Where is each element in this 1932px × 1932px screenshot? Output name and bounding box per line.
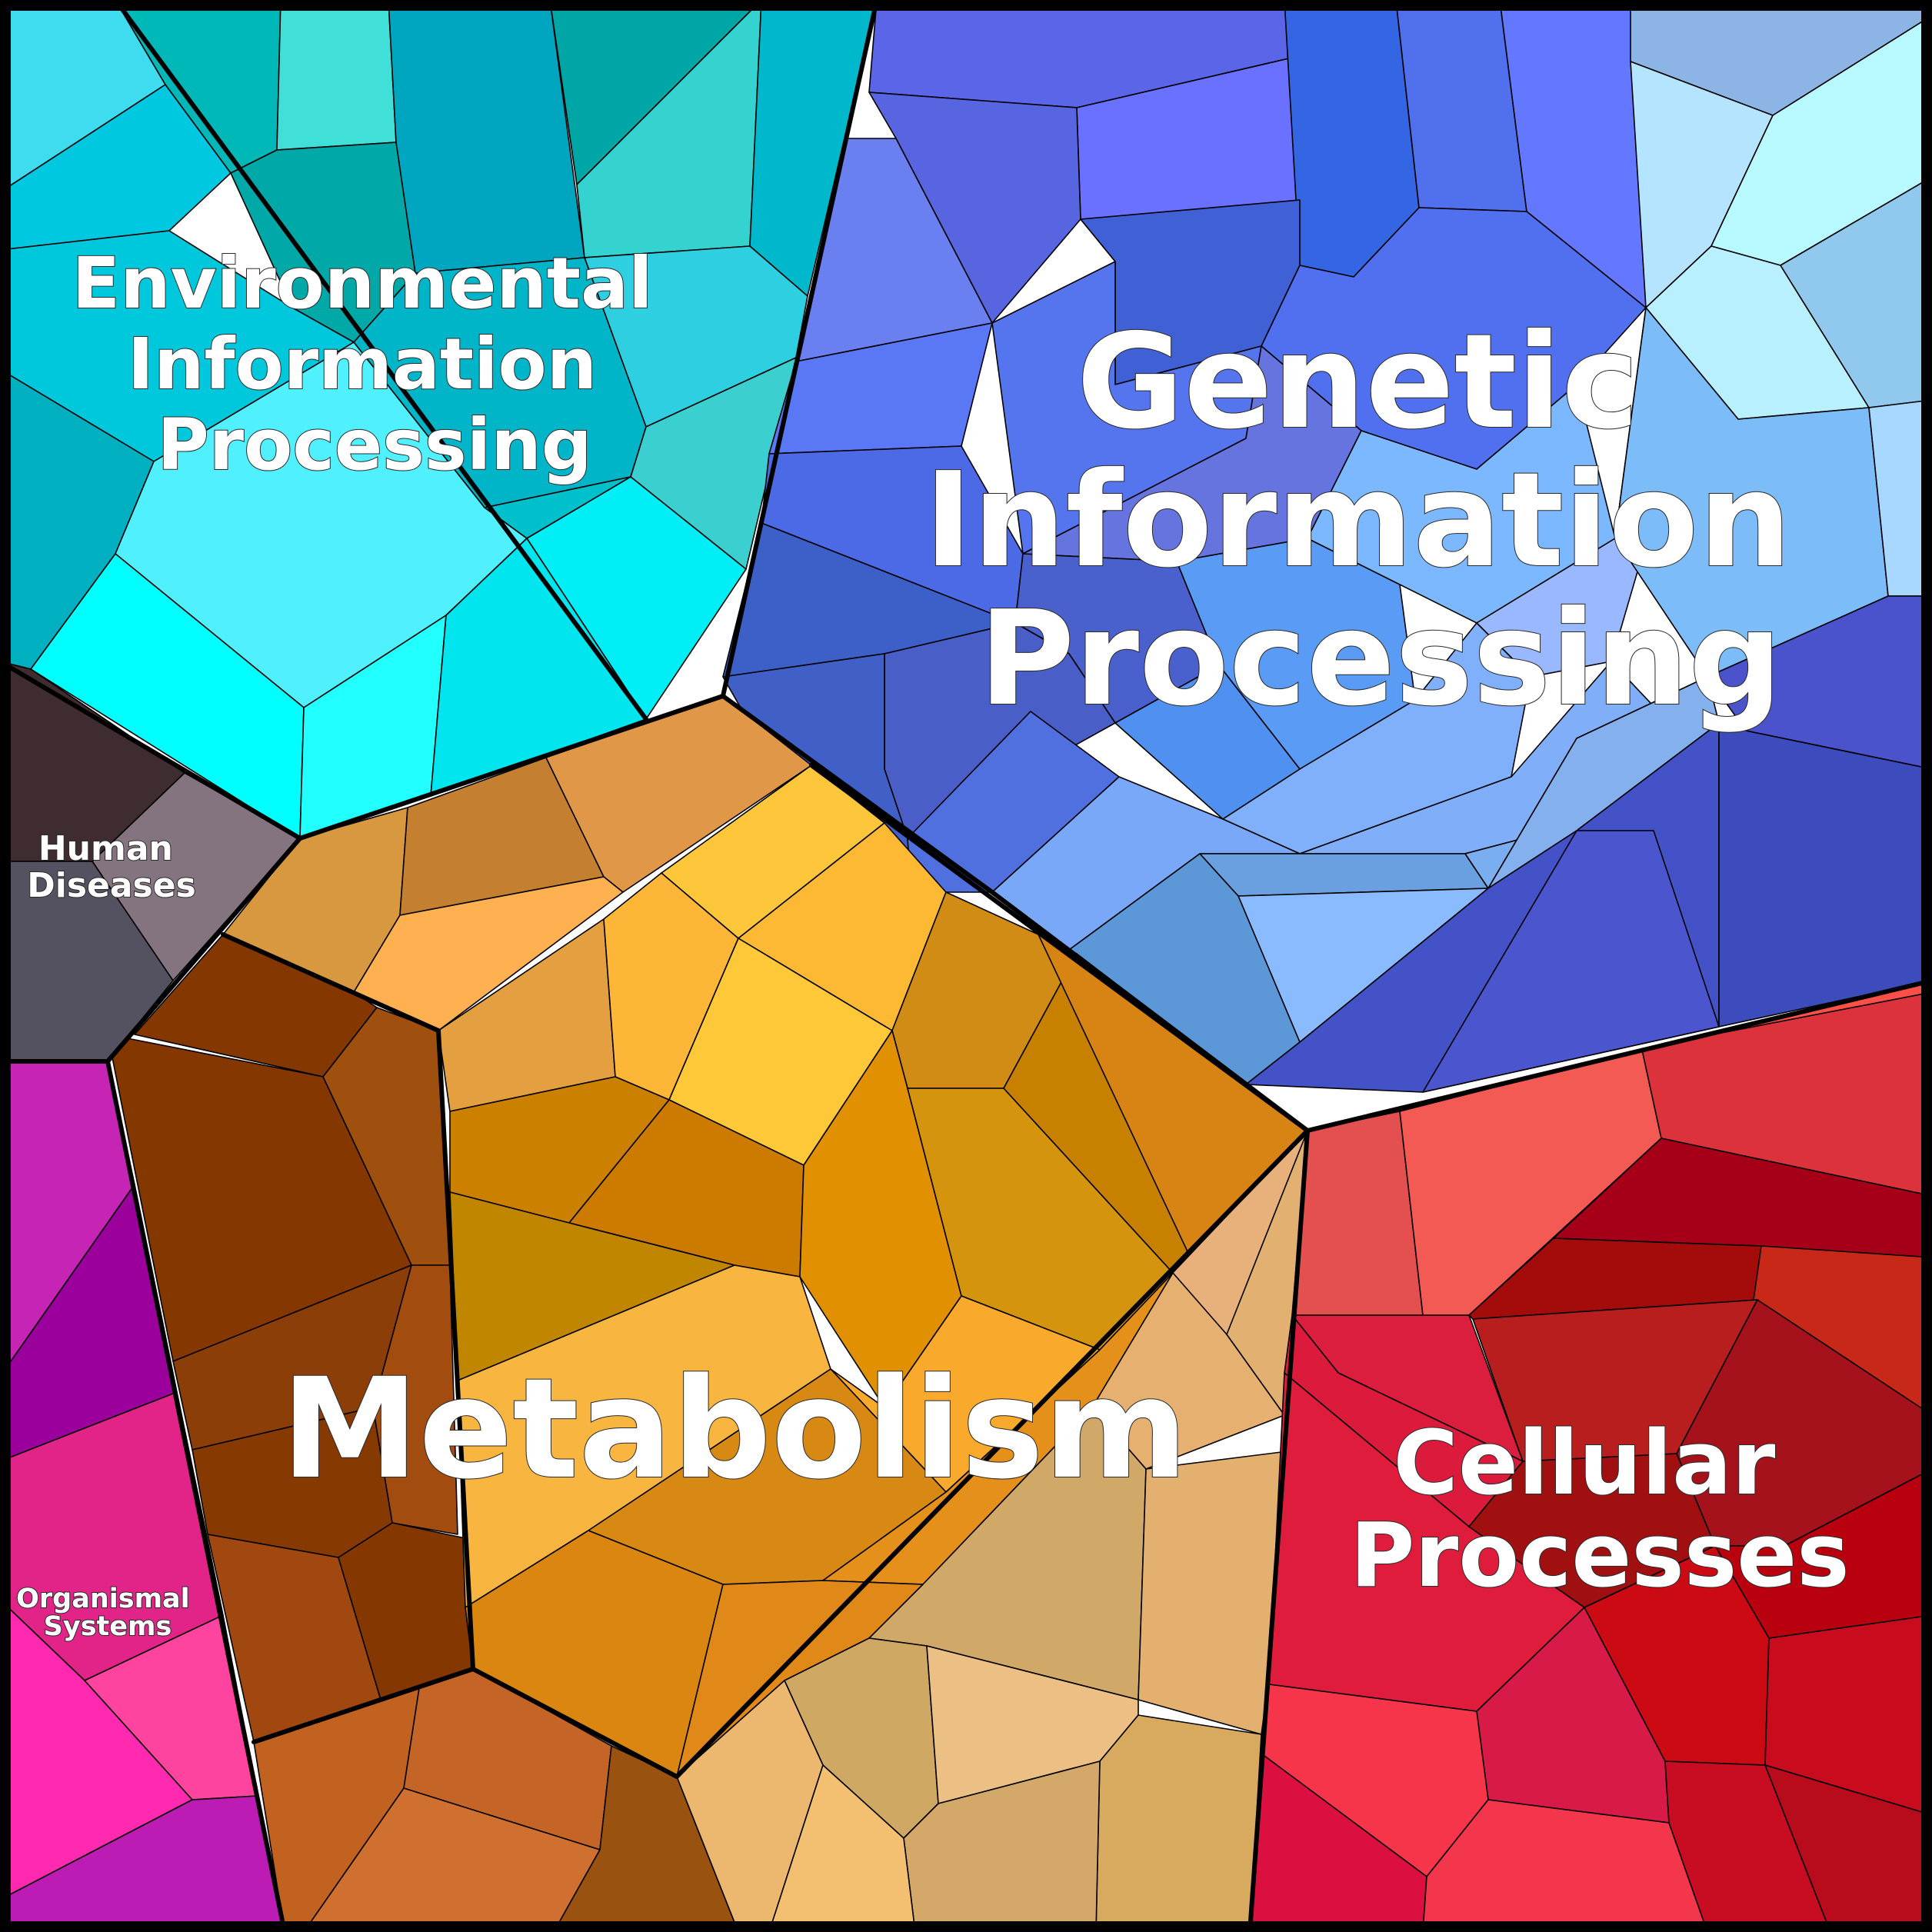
label-human-diseases-line-1: Human xyxy=(38,829,173,868)
label-genetic: Genetic Information Processing xyxy=(924,306,1837,735)
label-organismal: Organismal Systems xyxy=(16,1584,199,1642)
label-environmental-line-2: Information xyxy=(128,323,598,405)
label-genetic-line-3: Processing xyxy=(979,583,1783,735)
cell xyxy=(1764,1614,1932,1816)
cell xyxy=(1868,399,1932,597)
label-environmental: Environmental Information Processing xyxy=(72,242,677,486)
label-metabolism: Metabolism xyxy=(281,1349,1188,1510)
cell xyxy=(353,876,624,1031)
label-environmental-line-3: Processing xyxy=(157,404,591,486)
cell xyxy=(372,1264,458,1535)
label-genetic-line-2: Information xyxy=(924,445,1791,597)
cell xyxy=(276,0,397,151)
cell xyxy=(1764,1764,1932,1932)
region-metabolism xyxy=(107,695,1308,1932)
region-human-diseases xyxy=(0,661,301,1062)
cell xyxy=(1753,1245,1932,1416)
region-cellular xyxy=(1249,980,1932,1932)
label-organismal-line-2: Systems xyxy=(44,1611,172,1642)
cell xyxy=(907,711,1120,893)
cell xyxy=(1422,1799,1708,1932)
label-cellular-line-1: Cellular xyxy=(1394,1412,1776,1515)
label-cellular: Cellular Processes xyxy=(1350,1412,1850,1607)
label-organismal-line-1: Organismal xyxy=(16,1584,190,1614)
cell xyxy=(1422,830,1720,1093)
cell xyxy=(388,0,585,274)
cell xyxy=(868,92,1081,324)
region-organismal xyxy=(0,1061,285,1932)
label-human-diseases: Human Diseases xyxy=(27,829,196,905)
cell xyxy=(903,1760,1101,1932)
cell xyxy=(768,1764,916,1932)
cell xyxy=(1780,176,1932,408)
label-cellular-line-2: Processes xyxy=(1350,1504,1850,1607)
label-environmental-line-1: Environmental xyxy=(72,242,652,325)
cell xyxy=(0,84,232,251)
region-genetic xyxy=(722,0,1720,1093)
label-human-diseases-line-2: Diseases xyxy=(27,866,196,905)
label-genetic-line-1: Genetic xyxy=(1077,306,1639,458)
region-metabolism-tan xyxy=(676,1130,1308,1932)
cell xyxy=(1095,1714,1262,1932)
region-genetic-right xyxy=(1422,0,1932,1093)
cell xyxy=(1718,722,1932,1028)
cell xyxy=(1664,1760,1831,1932)
region-environmental xyxy=(0,0,878,839)
